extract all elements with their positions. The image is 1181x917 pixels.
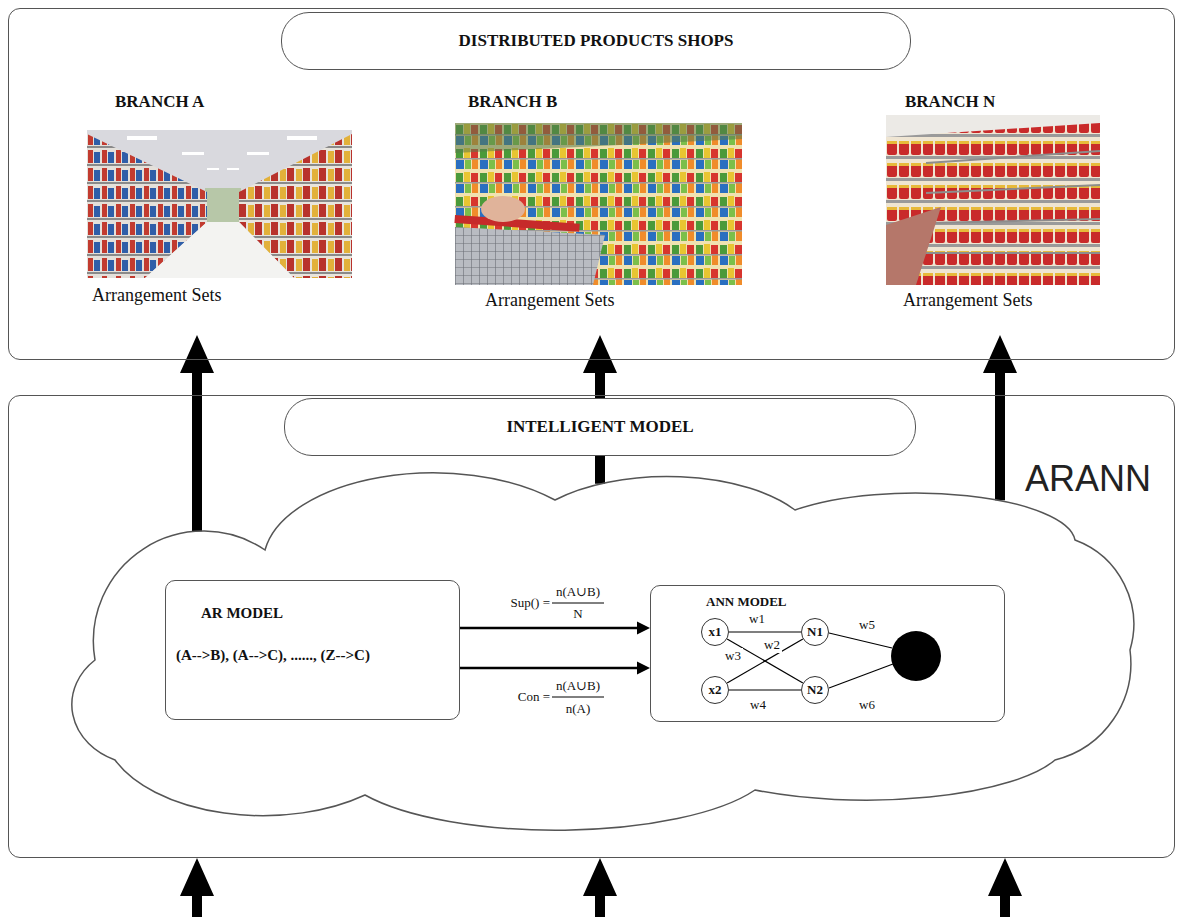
connector [729, 632, 801, 633]
ceiling [87, 130, 352, 278]
neuron-circle: x2 [701, 676, 729, 704]
cart [455, 227, 605, 285]
neuron-name: N2 [807, 682, 823, 698]
formula-label: Con = [516, 689, 552, 705]
store-photo [454, 123, 742, 285]
neuron-circle: N2 [801, 676, 829, 704]
branch-name: BRANCH N [905, 92, 995, 112]
shelves [886, 115, 1100, 285]
branch-caption: Arrangement Sets [485, 290, 614, 311]
output-neuron [891, 631, 941, 681]
rule-list: (A-->B), (A-->C), ......, (Z-->C) [176, 647, 370, 664]
light [127, 136, 157, 140]
input-arrow [583, 858, 617, 917]
region-heading: INTELLIGENT MODEL [284, 398, 916, 456]
light [207, 168, 219, 170]
neuron-name: x1 [709, 624, 722, 640]
branch-caption: Arrangement Sets [92, 285, 221, 306]
neuron-name: N1 [807, 624, 823, 640]
weight-label: w4 [748, 697, 768, 713]
fraction-bar [552, 603, 604, 604]
output-wire [829, 664, 893, 688]
region-panel: INTELLIGENT MODEL ARANN AR MODEL (A-->B), (… [8, 395, 1175, 858]
connector [180, 335, 214, 531]
branch-group: BRANCH A Arrangement Sets [85, 85, 355, 335]
cloud-outline [35, 460, 1170, 810]
region-panel: DISTRIBUTED PRODUCTS SHOPS BRANCH A Arrang… [8, 8, 1175, 360]
weight-label: w6 [859, 697, 875, 713]
formula-part: N [573, 606, 582, 622]
formula-part: n(A∪B) [556, 584, 600, 600]
output-wire [829, 633, 892, 648]
light [227, 168, 239, 170]
weight-label: w3 [723, 648, 743, 664]
connector [460, 662, 650, 675]
process-box: AR MODEL (A-->B), (A-->C), ......, (Z-->C… [165, 580, 460, 720]
block-arrow [180, 335, 214, 531]
light [182, 152, 204, 155]
arrow-head [637, 622, 650, 635]
store-photo [87, 130, 352, 278]
fraction-bar [552, 697, 604, 698]
light [247, 152, 269, 155]
formula-label: Sup() = [509, 595, 552, 611]
input-arrow [180, 858, 214, 917]
branch-name: BRANCH B [468, 92, 557, 112]
back-wall [205, 188, 241, 222]
formula-part: n(A) [566, 701, 591, 717]
arrow-line [460, 627, 640, 630]
process-box: ANN MODEL x1 N1 x2 N2 [650, 585, 1005, 722]
hand [481, 196, 525, 222]
shade [455, 123, 742, 153]
model-cloud: ARANN AR MODEL (A-->B), (A-->C), ......, (… [35, 460, 1170, 810]
connector [460, 622, 650, 635]
weight-label: w2 [762, 637, 782, 653]
branch-group: BRANCH N Arrangement Sets [884, 85, 1102, 335]
box-title: AR MODEL [201, 605, 283, 622]
region-heading: DISTRIBUTED PRODUCTS SHOPS [281, 12, 911, 70]
cloud-title: ARANN [1025, 458, 1151, 500]
shelf-edge [926, 151, 1100, 253]
store-photo [886, 115, 1100, 285]
branch-group: BRANCH B Arrangement Sets [452, 85, 745, 335]
weight-line [729, 689, 801, 690]
formula-part: n(A∪B) [556, 678, 600, 694]
cloud-outline-path [72, 473, 1134, 830]
ceiling [886, 115, 1100, 137]
weight-line [729, 631, 801, 632]
branch-caption: Arrangement Sets [903, 290, 1032, 311]
box-title: ANN MODEL [706, 594, 787, 610]
floor [886, 207, 941, 285]
light [287, 136, 317, 140]
weight-label: w5 [859, 617, 875, 633]
weight-label: w1 [747, 611, 767, 627]
connector [729, 690, 801, 691]
shelves [455, 123, 742, 285]
neuron-circle: N1 [801, 618, 829, 646]
neuron-name: x2 [709, 682, 722, 698]
floor [145, 222, 294, 278]
arrow-line [460, 667, 640, 670]
branch-name: BRANCH A [115, 92, 204, 112]
neuron-circle: x1 [701, 618, 729, 646]
input-arrow [988, 858, 1022, 917]
arrow-head [637, 662, 650, 675]
